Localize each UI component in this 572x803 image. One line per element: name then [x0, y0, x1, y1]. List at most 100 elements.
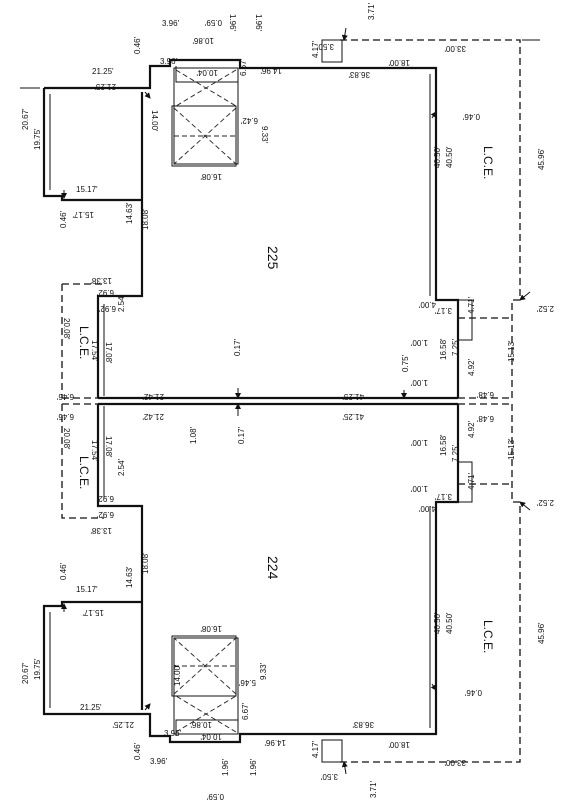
- unit-225-wall-outline: [42, 58, 460, 398]
- unit-224-dim-10-86: 10.86': [190, 720, 212, 729]
- unit-225-dim-45-96: 45.96': [537, 148, 546, 170]
- unit-224-dim-1-96b: 1.96': [249, 758, 258, 776]
- unit-225-dim-3-96b: 3.96': [160, 57, 178, 66]
- unit-225-dim-19-75: 19.75': [33, 128, 42, 150]
- unit-225-dim-4-17: 4.17': [311, 40, 320, 58]
- unit-224-dim-5-46: 5.46': [238, 678, 256, 687]
- unit-225-dim-0-46a: 0.46': [133, 36, 142, 54]
- unit-225-number: 225: [265, 246, 281, 270]
- unit-224-leader-5: [519, 501, 531, 511]
- party-wall-dim-6-46b: 6.46': [56, 412, 74, 421]
- unit-225-dim-10-86: 10.86': [192, 36, 214, 45]
- unit-225-leader-4: [341, 27, 348, 41]
- unit-224-dim-16-58: 16.58': [439, 434, 448, 456]
- unit-224-dim-0-46b: 0.46': [464, 688, 482, 697]
- unit-224-dim-16-08: 16.08': [200, 624, 222, 633]
- unit-224-dim-6-92b: 6.92': [96, 494, 114, 503]
- unit-225-dim-0-59: 0.59': [204, 18, 222, 27]
- unit-224-dim-2-52: 2.52': [536, 498, 554, 507]
- unit-224-dim-14-96: 14.96': [264, 738, 286, 747]
- unit-225-leader-5: [519, 291, 531, 301]
- unit-225-dim-13-38: 13.38': [90, 276, 112, 285]
- unit-225-dim-6-92a: 6.92': [96, 288, 114, 297]
- unit-224-dim-3-96b: 3.96': [150, 757, 168, 766]
- unit-225-dim-21-25a: 21.25': [92, 67, 114, 76]
- unit-224-dim-40-50b: 40.50': [445, 612, 454, 634]
- unit-225-dim-7-25: 7.25': [451, 338, 460, 356]
- unit-224-dim-13-38: 13.38': [90, 526, 112, 535]
- unit-225-dim-40-50a: 40.50': [433, 146, 442, 168]
- unit-225-dim-1-00a: 1.00': [410, 338, 428, 347]
- unit-224-dim-4-00: 4.00': [418, 504, 436, 513]
- unit-224-leader-1: [144, 703, 151, 711]
- unit-224-leader-2: [430, 683, 437, 691]
- unit-224-dim-20-08: 20.08': [62, 428, 71, 450]
- unit-225-dim-3-50: 3.50': [316, 42, 334, 51]
- party-wall-dim-21-42b: 21.42': [142, 412, 164, 421]
- unit-225-porch-step: [457, 299, 473, 341]
- unit-225-dim-3-96a: 3.96': [162, 19, 180, 28]
- unit-225-leader-2: [430, 111, 437, 119]
- unit-225-dim-2-54: 2.54': [117, 294, 126, 312]
- unit-224-dim-18-08: 18.08': [141, 552, 150, 574]
- unit-224-inner-line: [49, 406, 431, 736]
- unit-225-dim-9-33: 9.33': [260, 126, 269, 144]
- unit-225-entry-step: [321, 39, 343, 63]
- unit-225-dim-16-58: 16.58': [439, 338, 448, 360]
- unit-224-dim-3-50: 3.50': [320, 772, 338, 781]
- unit-224-dim-20-67: 20.67': [21, 662, 30, 684]
- party-wall-dim-41-25b: 41.25': [342, 412, 364, 421]
- unit-224-dim-1-00b: 1.00': [410, 484, 428, 493]
- unit-225-dim-6-92b: 6.92': [98, 304, 116, 313]
- unit-225-dim-15-17b: 15.17': [72, 210, 94, 219]
- unit-224-x-4: [173, 637, 237, 695]
- unit-224-dim-3-17: 3.17': [434, 492, 452, 501]
- unit-224-dim-14-63: 14.63': [125, 566, 134, 588]
- unit-224-dim-0-59: 0.59': [206, 792, 224, 801]
- party-wall-dim-0-17a: 0.17': [233, 338, 242, 356]
- unit-225-dim-14-96: 14.96': [260, 66, 282, 75]
- unit-224-dim-9-33: 9.33': [259, 662, 268, 680]
- party-wall-dim-6-46a: 6.46': [56, 392, 74, 401]
- unit-224-number: 224: [265, 556, 281, 580]
- unit-224-dim-15-17a: 15.17': [76, 585, 98, 594]
- party-wall-dim-41-25a: 41.25': [342, 392, 364, 401]
- unit-225-dim-15-13: 15.13': [507, 340, 516, 362]
- unit-224-stair-box: [173, 637, 239, 735]
- unit-225-dim-0-46c: 0.46': [59, 210, 68, 228]
- unit-224-dim-6-67: 6.67': [241, 702, 250, 720]
- party-wall-dim-6-48a: 6.48': [476, 390, 494, 399]
- unit-225-dim-15-17a: 15.17': [76, 185, 98, 194]
- unit-225-inner-line: [49, 66, 431, 396]
- unit-224-dim-19-75: 19.75': [33, 658, 42, 680]
- unit-225-dim-1-96b: 1.96': [254, 14, 263, 32]
- unit-225-dim-40-50b: 40.50': [445, 146, 454, 168]
- unit-224-closet-box: [171, 635, 237, 697]
- party-wall-dim-0-17b: 0.17': [237, 426, 246, 444]
- unit-225-dim-14-63: 14.63': [125, 202, 134, 224]
- unit-225-dim-3-17: 3.17': [434, 306, 452, 315]
- unit-224-dim-17-54: 17.54': [90, 440, 99, 462]
- unit-224-lce-label-upper: L.C.E.: [77, 456, 91, 489]
- unit-225-dim-20-08: 20.08': [62, 318, 71, 340]
- unit-224-dim-36-83: 36.83': [352, 720, 374, 729]
- unit-225-dim-10-04: 10.04': [196, 68, 218, 77]
- unit-224-dim-4-17: 4.17': [311, 740, 320, 758]
- party-wall-dim-0-75: 0.75': [401, 354, 410, 372]
- unit-225-dim-4-00: 4.00': [418, 300, 436, 309]
- unit-224-dim-1-00a: 1.00': [410, 438, 428, 447]
- unit-224-dim-4-92: 4.92': [467, 420, 476, 438]
- unit-225-closet-box: [171, 105, 237, 167]
- unit-225-dim-1-00b: 1.00': [410, 378, 428, 387]
- unit-225-x-4: [173, 107, 237, 165]
- unit-224-leader-4: [341, 761, 348, 775]
- unit-225-dim-6-67: 6.67': [239, 58, 248, 76]
- unit-224-dim-0-46c: 0.46': [59, 562, 68, 580]
- unit-225-stair-box: [173, 67, 239, 165]
- unit-225-dim-17-54: 17.54': [90, 340, 99, 362]
- unit-224-dim-15-17b: 15.17': [82, 608, 104, 617]
- unit-224-entry-step: [321, 739, 343, 763]
- unit-224-wall-outline: [42, 404, 460, 744]
- unit-225-dim-6-42: 6.42': [240, 116, 258, 125]
- unit-225-dim-4-71: 4.71': [467, 296, 476, 314]
